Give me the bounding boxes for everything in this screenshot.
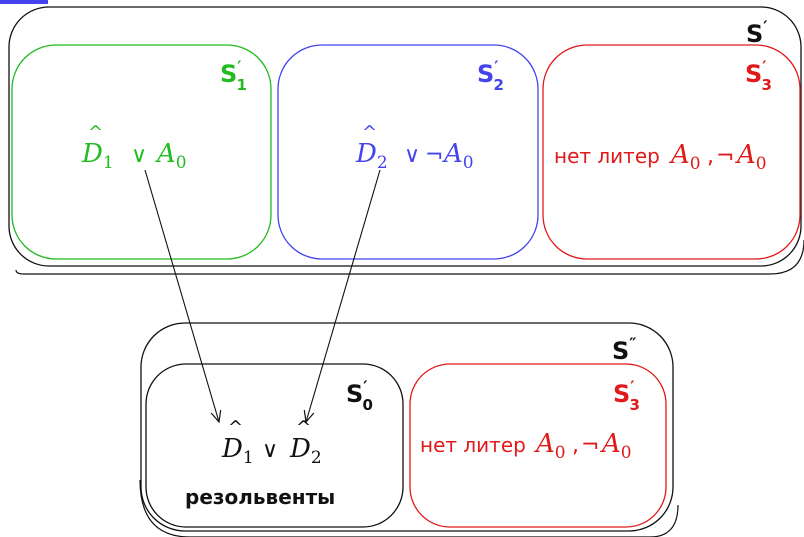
- svg-text:¬: ¬: [581, 433, 599, 458]
- svg-text:A0: A0: [669, 140, 701, 174]
- svg-text:D1: D1: [221, 434, 254, 468]
- s3-bottom-box: [409, 363, 667, 528]
- top-outer-label: S′: [746, 17, 768, 48]
- svg-text:A0: A0: [155, 139, 187, 173]
- svg-text:A0: A0: [534, 429, 566, 463]
- s0-clause: ^ D1 ∨ ^ D2: [221, 417, 322, 468]
- s0-op: ∨: [262, 438, 278, 463]
- svg-text:D1: D1: [81, 139, 114, 173]
- top-outer-shadow: [15, 239, 804, 275]
- s2-clause: ^ D2 ∨ ¬ A0: [355, 122, 474, 173]
- arrow-d1-to-resolvent: [144, 169, 219, 422]
- s1-hat: ^: [88, 122, 103, 143]
- svg-text:¬: ¬: [716, 144, 734, 169]
- s2-neg: ¬: [425, 143, 443, 168]
- s0-box: [145, 363, 404, 528]
- svg-text:D2: D2: [355, 139, 388, 173]
- svg-text:D2: D2: [289, 434, 322, 468]
- svg-text:A0: A0: [600, 429, 632, 463]
- s3-top-text: нет литер A0 , ¬ A0: [554, 140, 767, 174]
- s0-hat1: ^: [228, 417, 243, 438]
- s3-top-label: S′3: [745, 57, 772, 94]
- top-outer-box: [8, 6, 802, 267]
- s2-box: [277, 44, 539, 260]
- svg-text:нет литер: нет литер: [554, 144, 660, 168]
- top-group: S′ S′1 ^ D1 ∨ A0 S′2 ^ D2 ∨ ¬: [8, 6, 804, 275]
- s2-hat: ^: [362, 122, 377, 143]
- arrow-d2-to-resolvent: [306, 169, 381, 422]
- svg-text:A0: A0: [735, 140, 767, 174]
- bottom-outer-box: [140, 322, 674, 532]
- svg-text:,: ,: [572, 433, 579, 458]
- s1-label: S′1: [220, 57, 247, 94]
- bottom-group: S″ S′0 ^ D1 ∨ ^ D2 резольвенты S′3 нет л…: [139, 322, 679, 537]
- s1-clause: ^ D1 ∨ A0: [81, 122, 187, 173]
- s3-top-box: [542, 44, 801, 260]
- s0-caption: резольвенты: [185, 485, 335, 509]
- svg-text:нет литер: нет литер: [420, 433, 526, 457]
- s3-bottom-text: нет литер A0 , ¬ A0: [420, 429, 632, 463]
- s3-bottom-label: S′3: [613, 377, 640, 414]
- s2-op: ∨: [404, 143, 420, 168]
- svg-text:,: ,: [707, 144, 714, 169]
- bottom-outer-label: S″: [612, 334, 636, 365]
- s0-label: S′0: [346, 377, 373, 414]
- svg-text:A0: A0: [442, 139, 474, 173]
- s1-box: [11, 44, 272, 260]
- top-left-fragment: [0, 0, 48, 4]
- s2-label: S′2: [477, 57, 504, 94]
- s1-op: ∨: [131, 143, 147, 168]
